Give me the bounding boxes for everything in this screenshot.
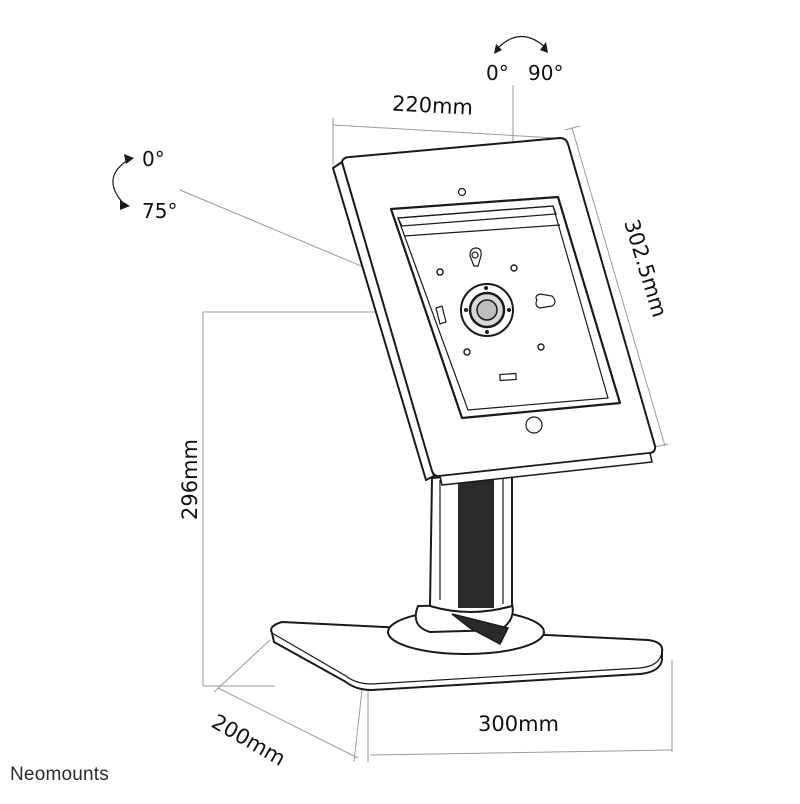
base-depth-label: 200mm — [208, 710, 290, 771]
brand-logo: Neomounts — [10, 764, 109, 785]
swivel-end-label: 90° — [528, 61, 563, 85]
width-top-label: 220mm — [391, 92, 473, 120]
swivel-arrow-icon — [494, 35, 548, 54]
stand-column — [429, 471, 513, 613]
tilt-end-label: 75° — [142, 199, 177, 223]
tilt-arrow-icon — [112, 154, 134, 210]
tablet-enclosure — [341, 137, 657, 486]
tilt-start-label: 0° — [142, 147, 165, 171]
panel-height-label: 302.5mm — [619, 216, 671, 320]
base-plate — [270, 621, 664, 691]
base-width-label: 300mm — [478, 712, 559, 736]
swivel-start-label: 0° — [486, 61, 509, 85]
panel-edge — [332, 161, 435, 481]
total-height-label: 296mm — [178, 439, 202, 520]
